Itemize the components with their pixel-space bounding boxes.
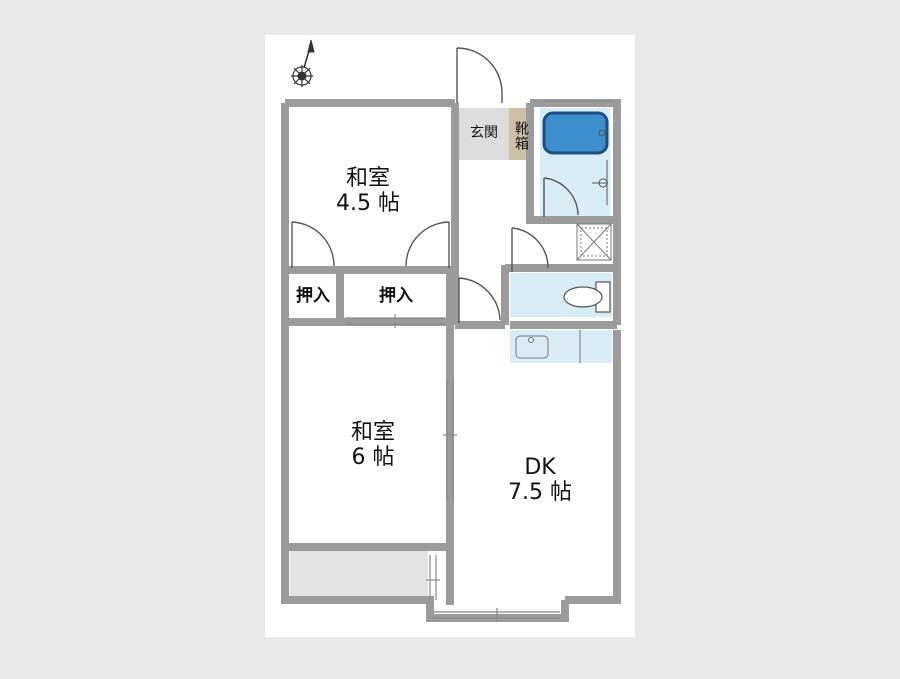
shoe-cabinet-label: 靴箱	[513, 121, 529, 151]
toilet-icon	[563, 281, 611, 313]
balcony	[290, 550, 428, 602]
room-label-washitsu-6: 和室 6 帖	[318, 420, 428, 471]
swing-doors	[291, 47, 579, 323]
room-size: 7.5 帖	[508, 480, 572, 506]
room-name: 和室	[350, 420, 395, 445]
room-size: 6 帖	[351, 445, 395, 471]
sliding-doors	[345, 100, 612, 622]
shower-icon	[592, 129, 608, 205]
room-label-dk: DK 7.5 帖	[485, 455, 595, 506]
room-name: DK	[524, 455, 556, 480]
closet-label-large: 押入	[379, 286, 413, 306]
kitchen-sink-icon	[515, 330, 581, 363]
room-label-washitsu-4-5: 和室 4.5 帖	[318, 166, 418, 217]
north-arrow-icon	[291, 39, 315, 87]
genkan-label: 玄関	[470, 125, 498, 141]
room-size: 4.5 帖	[336, 191, 400, 217]
genkan-floor	[457, 108, 509, 160]
room-name: 和室	[345, 166, 390, 191]
washing-machine-pan-icon	[576, 223, 612, 261]
walls	[281, 99, 621, 622]
bathtub-icon	[542, 111, 609, 155]
shoe-cabinet	[509, 108, 530, 160]
closet-label-small: 押入	[296, 286, 330, 306]
